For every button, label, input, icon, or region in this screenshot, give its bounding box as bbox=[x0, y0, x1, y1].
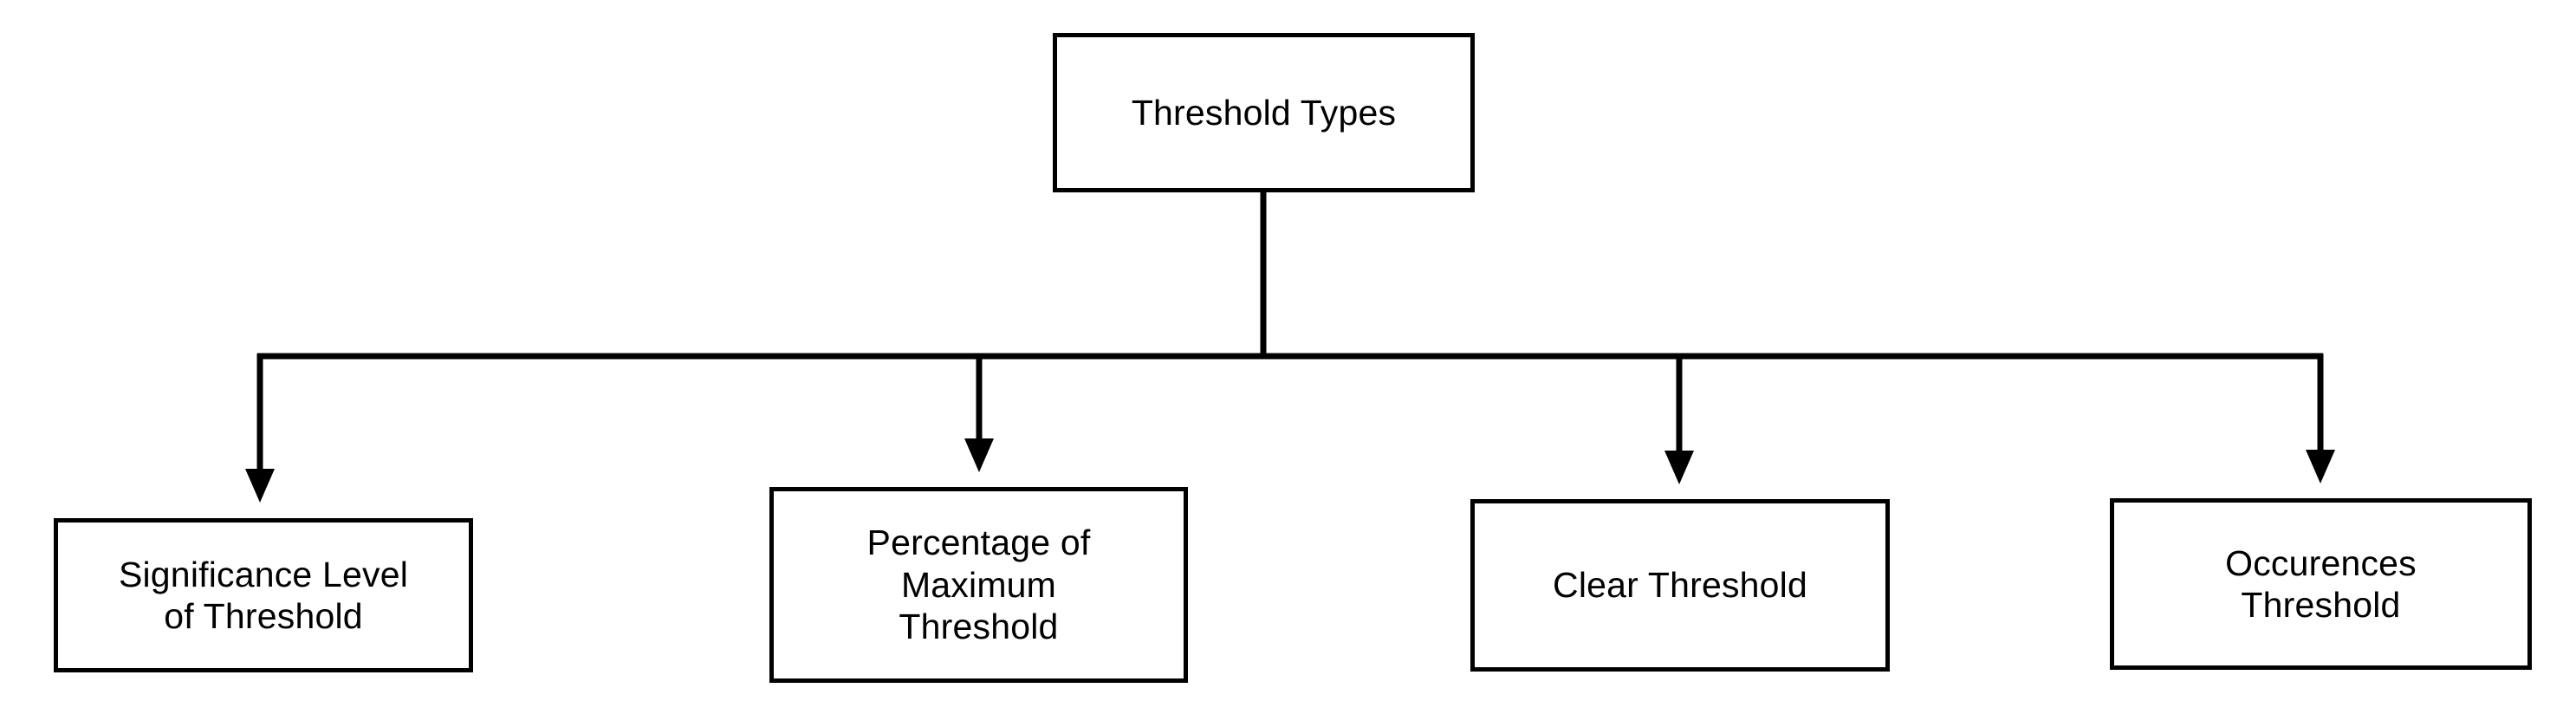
arrowhead-0 bbox=[245, 469, 275, 503]
node-label: Occurences Threshold bbox=[2225, 542, 2417, 625]
node-occurences-threshold[interactable]: Occurences Threshold bbox=[2110, 498, 2532, 670]
node-label: Percentage of Maximum Threshold bbox=[866, 523, 1091, 647]
node-clear-threshold[interactable]: Clear Threshold bbox=[1470, 499, 1890, 672]
node-label: Significance Level of Threshold bbox=[118, 554, 409, 636]
node-threshold-types[interactable]: Threshold Types bbox=[1053, 33, 1475, 192]
node-label: Clear Threshold bbox=[1553, 565, 1807, 606]
node-percentage-of-maximum-threshold[interactable]: Percentage of Maximum Threshold bbox=[769, 487, 1188, 683]
node-significance-level-of-threshold[interactable]: Significance Level of Threshold bbox=[54, 518, 473, 672]
arrowhead-3 bbox=[2306, 450, 2335, 484]
arrowhead-2 bbox=[1664, 451, 1694, 484]
node-label: Threshold Types bbox=[1131, 92, 1397, 133]
arrowhead-1 bbox=[964, 438, 994, 472]
